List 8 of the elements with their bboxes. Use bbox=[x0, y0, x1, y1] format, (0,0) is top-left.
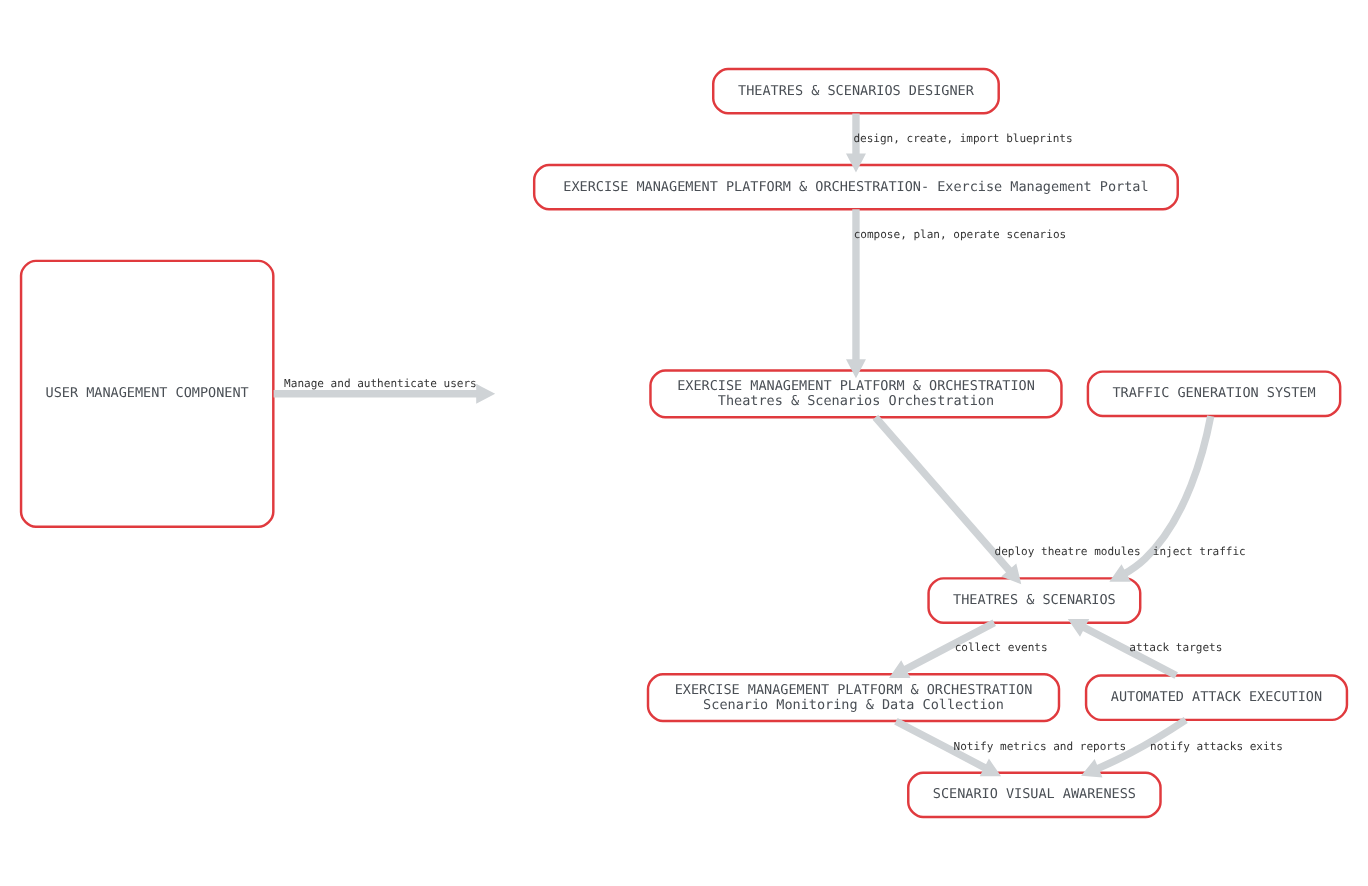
arrow bbox=[846, 113, 866, 173]
arrow bbox=[894, 717, 1002, 777]
arrow bbox=[1067, 619, 1178, 679]
arrow bbox=[273, 383, 496, 404]
arrow bbox=[1081, 716, 1188, 778]
arrow bbox=[1109, 415, 1215, 582]
arrow bbox=[872, 414, 1022, 585]
arrow bbox=[846, 209, 866, 379]
